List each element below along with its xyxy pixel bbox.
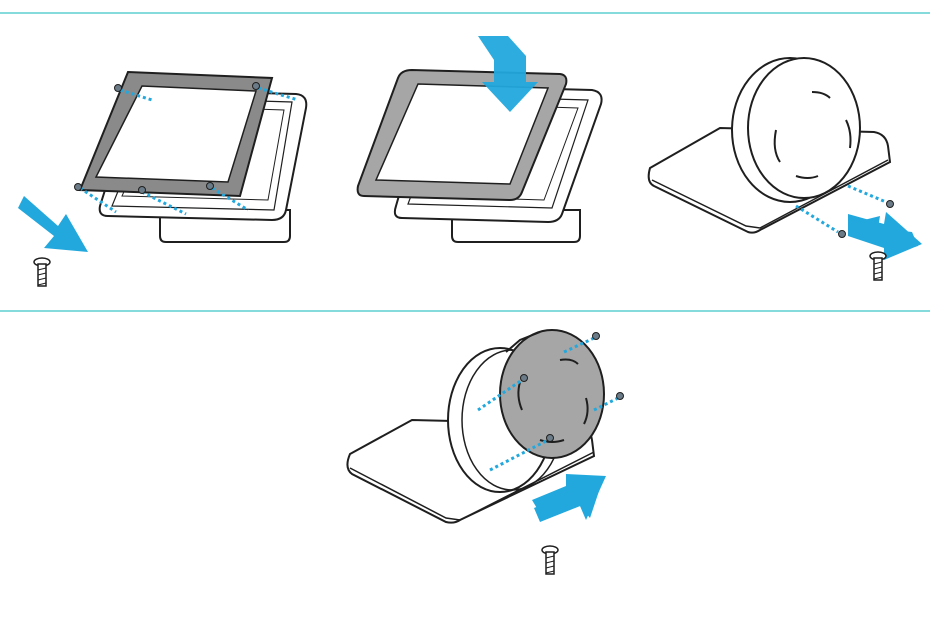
gray-bracket-frame [80, 72, 272, 196]
insert-arrow-icon [18, 196, 88, 252]
step-4-panel [347, 330, 623, 574]
round-mount-plate [732, 58, 860, 202]
step-2-panel [358, 36, 602, 242]
step-3-panel [649, 58, 922, 280]
screw-icon [542, 546, 558, 574]
insert-arrow-icon [848, 212, 922, 260]
step-1-panel [18, 72, 306, 286]
screw-icon [870, 252, 886, 280]
screw-icon [34, 258, 50, 286]
